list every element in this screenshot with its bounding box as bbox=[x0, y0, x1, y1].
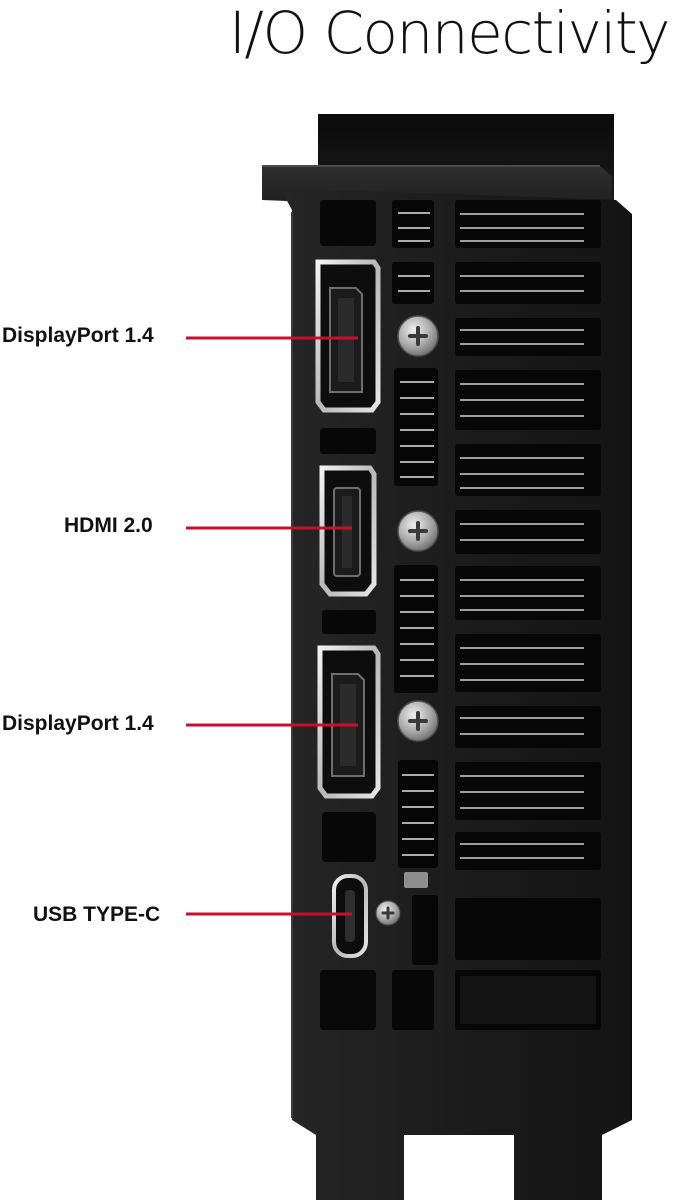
screw-icon bbox=[397, 315, 439, 357]
screw-icon bbox=[397, 510, 439, 552]
usb-c-connector bbox=[332, 874, 368, 958]
displayport-connector-2 bbox=[317, 645, 381, 799]
screw-icon bbox=[375, 900, 401, 926]
standoff-icon bbox=[404, 872, 428, 888]
vent-cutout bbox=[320, 200, 376, 246]
page-title: I/O Connectivity bbox=[228, 0, 671, 67]
vent-cutout bbox=[322, 610, 376, 634]
displayport-connector-1 bbox=[315, 259, 381, 413]
screw-icon bbox=[397, 700, 439, 742]
vent-cutout bbox=[322, 812, 376, 862]
middle-vent-slats bbox=[398, 212, 434, 856]
vent-cutout bbox=[320, 428, 376, 454]
port-label-usb-c: USB TYPE-C bbox=[33, 903, 161, 926]
right-vent-slats bbox=[460, 213, 584, 859]
port-label-displayport-2: DisplayPort 1.4 bbox=[2, 712, 154, 735]
port-label-displayport-1: DisplayPort 1.4 bbox=[2, 324, 154, 347]
hdmi-connector bbox=[319, 465, 377, 597]
right-vent-group bbox=[455, 200, 601, 1030]
vent-cutout bbox=[320, 970, 376, 1030]
vent-inner-texture bbox=[460, 976, 596, 1024]
port-label-hdmi: HDMI 2.0 bbox=[64, 514, 153, 537]
